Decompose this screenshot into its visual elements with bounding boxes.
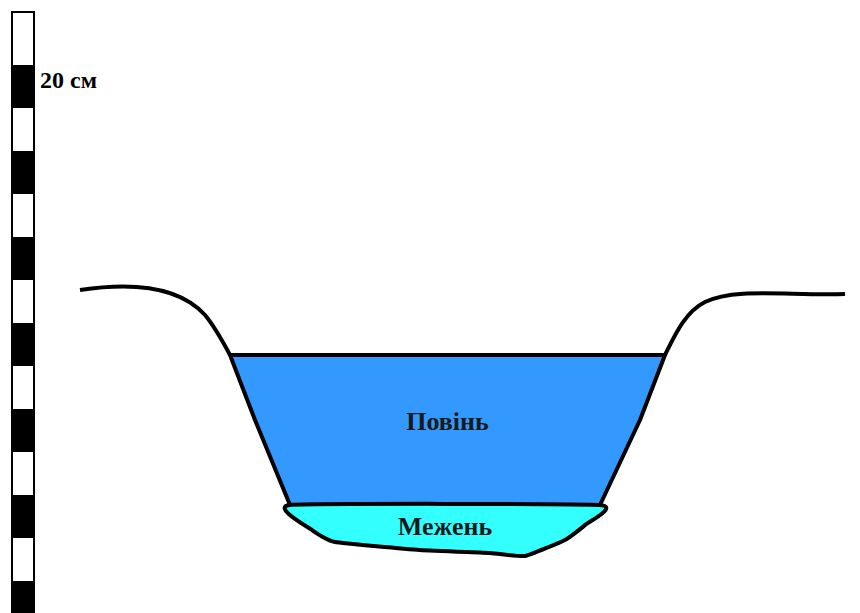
scale-segment — [12, 323, 34, 366]
scale-label: 20 см — [40, 68, 97, 92]
low-water-band: Межень — [284, 499, 606, 561]
scale-bar — [12, 12, 34, 613]
scale-segment — [12, 409, 34, 452]
flood-level-band: Повінь — [224, 349, 671, 511]
band-label: Межень — [284, 514, 606, 540]
scale-segment — [12, 581, 34, 613]
band-label: Повінь — [224, 409, 671, 435]
scale-segment — [12, 495, 34, 538]
ground-line — [665, 293, 845, 355]
ground-line — [80, 286, 230, 355]
scale-segment — [12, 65, 34, 108]
scale-bar-frame — [12, 12, 34, 613]
band-outline — [285, 504, 607, 556]
scale-segment — [12, 151, 34, 194]
scale-segment — [12, 237, 34, 280]
